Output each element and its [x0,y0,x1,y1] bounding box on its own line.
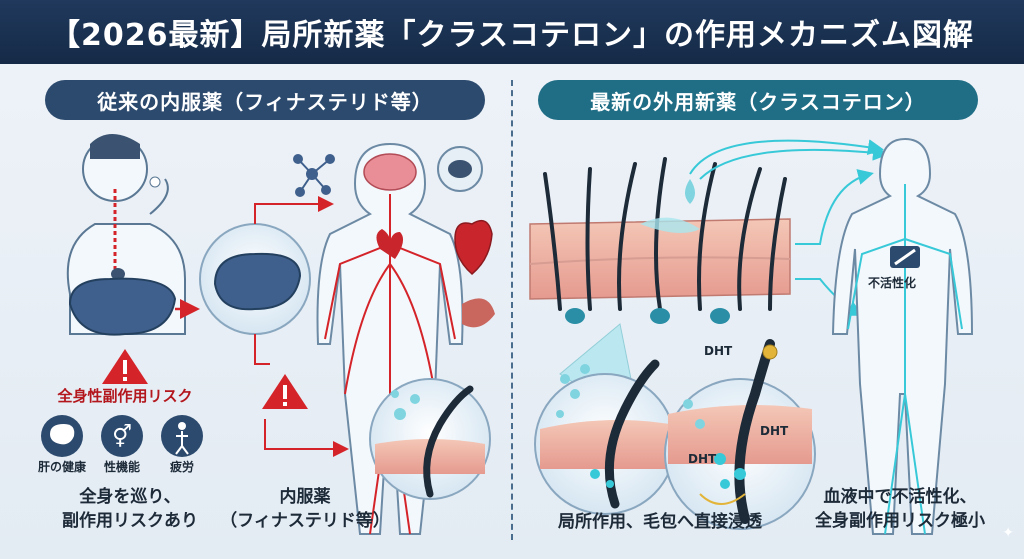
svg-text:⚥: ⚥ [112,423,132,450]
illustration: ⚥ [41,134,974,535]
liver-small [68,277,177,336]
right-heading: 最新の外用新薬（クラスコテロン） [538,80,978,120]
warning-icon-2 [262,374,308,409]
dht-label-3: DHT [688,452,717,466]
caption-local-action: 局所作用、毛包へ直接浸透 [558,512,762,532]
liver-bubble [199,223,311,335]
risk-icons: ⚥ [41,415,203,457]
panel-divider [511,80,513,540]
warning-icon [102,349,148,384]
inactivation-label: 不活性化 [868,276,917,290]
risk-icon-label-fatigue: 疲労 [169,460,194,474]
hair-follicle-bubble-left [369,378,491,500]
risk-label: 全身性副作用リスク [57,387,193,405]
title-bar: 【2026最新】局所新薬「クラスコテロン」の作用メカニズム図解 [0,0,1024,64]
body-inactivation [831,137,974,535]
scalp-cross-section [529,157,791,324]
follicle-bubble-1 [534,359,676,515]
caption-systemic-risk: 全身を巡り、 副作用リスクあり [62,487,198,531]
organ-icons [293,146,495,328]
risk-icon-label-liver: 肝の健康 [37,460,86,474]
page-title: 【2026最新】局所新薬「クラスコテロン」の作用メカニズム図解 [50,18,974,53]
dht-label-1: DHT [704,344,733,358]
caption-oral-drug: 内服薬 （フィナステリド等） [220,487,390,531]
follicle-bubble-2 [664,339,816,530]
left-heading: 従来の内服薬（フィナステリド等） [45,80,485,120]
sparkle-icon: ✦ [1002,525,1014,541]
caption-blood-inactivation: 血液中で不活性化、 全身副作用リスク極小 [815,487,985,531]
risk-icon-label-sexual: 性機能 [103,460,140,474]
dht-label-2: DHT [760,424,789,438]
